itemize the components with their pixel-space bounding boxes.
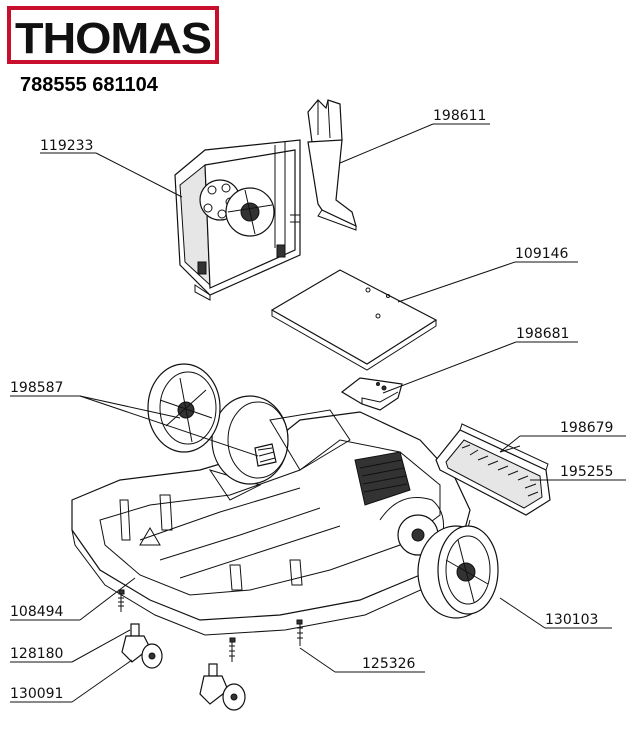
main-wheel-drawing: [417, 525, 499, 619]
callout-119233: 119233: [40, 138, 93, 154]
exhaust-grille-drawing: [435, 423, 551, 516]
callout-128180: 128180: [10, 646, 63, 662]
brand-logo: THOMAS: [7, 6, 219, 64]
caster-left-drawing: [121, 623, 163, 669]
plate-drawing: [270, 269, 438, 371]
callout-195255: 195255: [560, 464, 613, 480]
leader-198587-b: [79, 395, 259, 457]
logo-text: THOMAS: [15, 14, 211, 63]
callout-198681: 198681: [516, 326, 569, 342]
leader-130091: [71, 659, 133, 703]
leader-125326: [299, 647, 336, 673]
leader-128180: [71, 629, 131, 663]
screw-125326-drawing: [296, 619, 303, 646]
callout-125326: 125326: [362, 656, 416, 672]
callout-109146: 109146: [515, 246, 569, 262]
leader-198681: [382, 341, 517, 394]
leader-108494: [79, 577, 136, 621]
leader-130103: [499, 597, 546, 629]
chassis-drawing: [71, 395, 471, 636]
callout-130103: 130103: [545, 612, 598, 628]
callout-198679: 198679: [560, 420, 613, 436]
motor-housing-drawing: [174, 139, 301, 301]
callout-108494: 108494: [10, 604, 64, 620]
rear-wheel-drawing: [147, 363, 277, 467]
logo-frame: [7, 6, 219, 64]
callout-198611: 198611: [433, 108, 486, 124]
leader-119233: [95, 152, 183, 198]
leader-198587-a: [79, 395, 181, 419]
callout-198587: 198587: [10, 380, 63, 396]
screw-center-drawing: [229, 637, 236, 662]
caster-center-drawing: [199, 663, 246, 711]
model-numbers: 788555 681104: [20, 74, 159, 96]
leader-109146: [397, 261, 516, 303]
bracket-drawing: [307, 99, 357, 231]
leader-198679: [499, 445, 521, 453]
clip-drawing: [340, 377, 403, 411]
screw-128180-drawing: [118, 589, 125, 612]
callout-130091: 130091: [10, 686, 63, 702]
leader-198611: [339, 123, 434, 164]
